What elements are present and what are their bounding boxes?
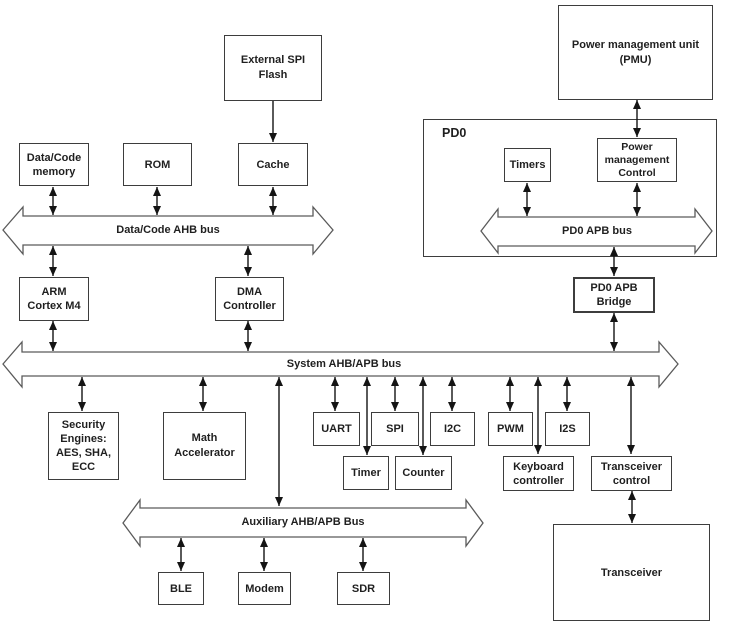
node-sdr: SDR bbox=[337, 572, 390, 605]
data-code-ahb-bus-shape bbox=[2, 205, 334, 256]
node-modem: Modem bbox=[238, 572, 291, 605]
node-power-management-unit: Power management unit (PMU) bbox=[558, 5, 713, 100]
system-ahb-apb-bus-label: System AHB/APB bus bbox=[286, 358, 402, 370]
node-transceiver-control: Transceiver control bbox=[591, 456, 672, 491]
auxiliary-ahb-apb-bus-label: Auxiliary AHB/APB Bus bbox=[241, 516, 365, 528]
node-dma-controller: DMA Controller bbox=[215, 277, 284, 321]
node-ble: BLE bbox=[158, 572, 204, 605]
node-pwm: PWM bbox=[488, 412, 533, 446]
node-math-accelerator: Math Accelerator bbox=[163, 412, 246, 480]
pd0-apb-bus-shape bbox=[480, 207, 713, 255]
auxiliary-ahb-apb-bus-shape bbox=[122, 498, 484, 548]
node-arm-cortex-m4: ARM Cortex M4 bbox=[19, 277, 89, 321]
pd0-domain-label: PD0 bbox=[442, 126, 467, 140]
data-code-ahb-bus-label: Data/Code AHB bus bbox=[116, 224, 220, 236]
node-transceiver: Transceiver bbox=[553, 524, 710, 621]
node-i2s: I2S bbox=[545, 412, 590, 446]
node-timer: Timer bbox=[343, 456, 389, 490]
node-i2c: I2C bbox=[430, 412, 475, 446]
node-spi: SPI bbox=[371, 412, 419, 446]
node-security-engines: Security Engines: AES, SHA, ECC bbox=[48, 412, 119, 480]
system-ahb-apb-bus-shape bbox=[2, 340, 679, 389]
node-counter: Counter bbox=[395, 456, 452, 490]
node-pd0-apb-bridge: PD0 APB Bridge bbox=[573, 277, 655, 313]
node-timers: Timers bbox=[504, 148, 551, 182]
node-uart: UART bbox=[313, 412, 360, 446]
pd0-apb-bus-label: PD0 APB bus bbox=[562, 225, 632, 237]
node-power-management-control: Power management Control bbox=[597, 138, 677, 182]
node-external-spi-flash: External SPI Flash bbox=[224, 35, 322, 101]
node-cache: Cache bbox=[238, 143, 308, 186]
node-data-code-memory: Data/Code memory bbox=[19, 143, 89, 186]
node-rom: ROM bbox=[123, 143, 192, 186]
node-keyboard-controller: Keyboard controller bbox=[503, 456, 574, 491]
